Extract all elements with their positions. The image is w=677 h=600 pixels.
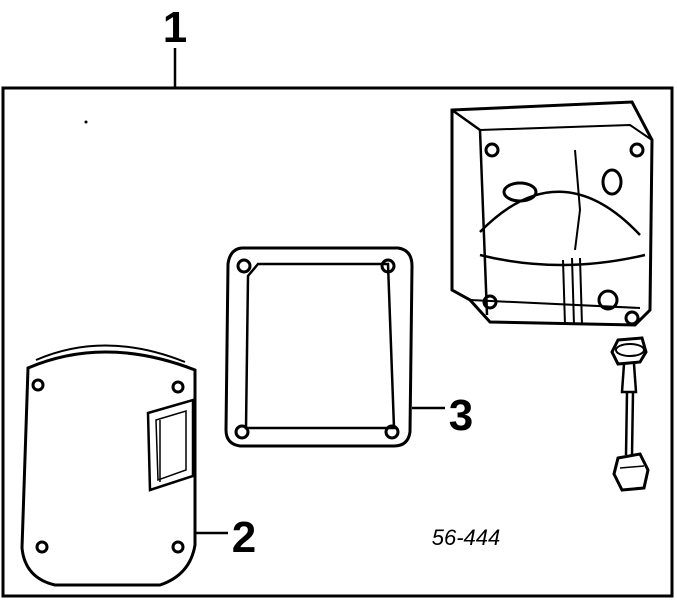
lamp-lens-cover [20, 344, 197, 587]
assembly-frame [1, 86, 674, 598]
lamp-housing [450, 100, 654, 327]
figure-reference: 56-444 [432, 525, 501, 550]
gasket [224, 246, 414, 448]
callout-3: 3 [449, 391, 473, 440]
bulb-socket-pigtail [610, 336, 650, 492]
callout-1: 1 [163, 3, 187, 52]
callout-2: 2 [232, 513, 256, 562]
speck-mark [84, 120, 88, 124]
